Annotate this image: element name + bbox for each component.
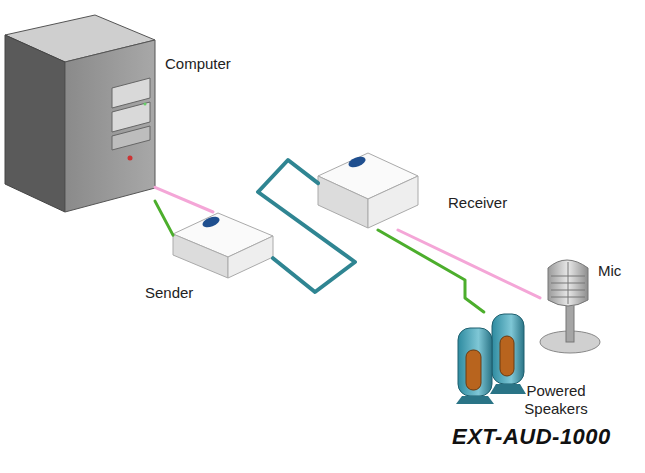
cable bbox=[398, 230, 540, 298]
speaker-drawing bbox=[456, 314, 526, 404]
mic-node: Mic bbox=[540, 252, 596, 354]
receiver-box-drawing bbox=[318, 153, 418, 228]
computer-node: Computer bbox=[5, 15, 155, 213]
sender-node: Sender bbox=[173, 212, 273, 278]
cable bbox=[155, 187, 213, 212]
receiver-node: Receiver bbox=[318, 152, 418, 230]
node-label: Sender bbox=[145, 284, 193, 302]
model-title: EXT-AUD-1000 bbox=[452, 424, 611, 450]
cable bbox=[155, 201, 173, 235]
node-label: Powered Speakers bbox=[513, 382, 599, 418]
node-label: Computer bbox=[165, 55, 231, 73]
computer-tower bbox=[5, 15, 155, 212]
microphone-drawing bbox=[540, 260, 600, 353]
node-label: Receiver bbox=[448, 194, 507, 212]
cable bbox=[378, 230, 484, 312]
speakers-node: Powered Speakers bbox=[455, 312, 527, 406]
node-label: Mic bbox=[598, 262, 621, 280]
sender-box-drawing bbox=[173, 213, 273, 278]
cable bbox=[258, 160, 355, 292]
